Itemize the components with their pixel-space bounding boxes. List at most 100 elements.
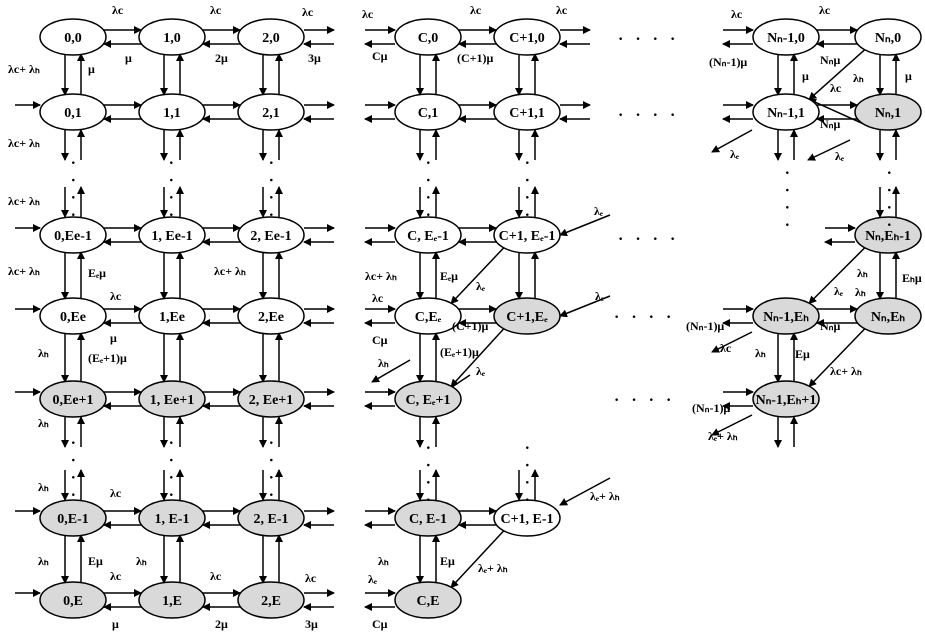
- state-label-sNEh: Nₙ,Eₕ: [871, 310, 906, 325]
- edge-label: λc+ λₕ: [8, 62, 40, 76]
- state-label-s2Ee_1: 2, Ee+1: [249, 393, 294, 408]
- state-node-s01: [39, 93, 107, 131]
- edge-label: λc: [372, 291, 384, 305]
- edge-label: λc: [830, 81, 842, 95]
- state-node-s2E1: [237, 499, 305, 537]
- ellipsis-dots: · · · ·: [64, 440, 81, 501]
- edge-label: 2μ: [215, 617, 228, 631]
- state-label-s1E: 1,E: [162, 594, 182, 609]
- state-node-s1E: [138, 581, 206, 619]
- state-node-s2Ee1: [237, 216, 305, 254]
- state-node-s1Ee: [138, 297, 206, 335]
- diagonal-arrow: [450, 247, 505, 305]
- state-label-s00: 0,0: [64, 31, 82, 46]
- edge-label: Cμ: [372, 49, 388, 63]
- edge-label: λc: [819, 3, 831, 17]
- state-node-sN1Eh_1: [752, 380, 820, 418]
- state-node-s0E1: [39, 499, 107, 537]
- edge-label: λc: [210, 3, 222, 17]
- state-label-s0E: 0,E: [63, 594, 83, 609]
- edge-label: Nₙμ: [820, 117, 840, 131]
- incoming-diag: [559, 295, 611, 318]
- edge-label: 3μ: [305, 617, 318, 631]
- edge-label: λₕ: [378, 554, 389, 568]
- state-node-sNEh: [854, 297, 922, 335]
- edge-label: λc+ λₕ: [8, 264, 40, 278]
- state-node-s1Ee_1: [138, 380, 206, 418]
- edge-label: Eₑμ: [440, 269, 458, 283]
- state-label-s2Ee: 2,Ee: [258, 310, 284, 325]
- outgoing-diag: [711, 414, 753, 436]
- state-node-s00: [39, 18, 107, 56]
- edge-label: λₕ: [38, 480, 49, 494]
- state-node-s10: [138, 18, 206, 56]
- outgoing-diag: [807, 139, 851, 161]
- ellipsis-dots: · · · ·: [262, 160, 279, 221]
- state-node-sN1Eh: [752, 297, 820, 335]
- edge-label: λc: [362, 7, 374, 21]
- state-label-s01: 0,1: [64, 106, 82, 121]
- state-label-sN0: Nₙ,0: [875, 31, 901, 46]
- edge-label: λₕ: [853, 71, 864, 85]
- ellipsis-dots: · · · ·: [614, 309, 675, 326]
- edge-label: λₕ: [378, 356, 389, 370]
- state-label-s11: 1,1: [163, 106, 181, 121]
- state-label-s1Ee: 1,Ee: [159, 310, 185, 325]
- edge-label: λₕ: [855, 285, 866, 299]
- edge-label: μ: [88, 62, 95, 76]
- state-label-sN1Eh: Nₙ-1,Eₕ: [763, 310, 809, 325]
- edge-label: (Nₙ-1)μ: [709, 55, 747, 69]
- edge-label: λₑ: [476, 279, 485, 293]
- outgoing-diag: [711, 331, 753, 353]
- state-label-s20: 2,0: [262, 31, 280, 46]
- ellipsis-dots: · · · ·: [262, 440, 279, 501]
- edge-label: λc+ λₕ: [214, 264, 246, 278]
- state-node-sCE1: [394, 499, 462, 537]
- state-label-sN10: Nₙ-1,0: [767, 31, 805, 46]
- edge-label: λₕ: [755, 346, 766, 360]
- edge-label: λₑ+ λₕ: [478, 561, 508, 575]
- state-node-s0Ee_1: [39, 380, 107, 418]
- edge-label: Cμ: [372, 617, 388, 631]
- state-label-sCEe: C,Eₑ: [415, 310, 442, 325]
- state-node-sCEe: [394, 297, 462, 335]
- state-label-sC1Ee1: C+1, Eₑ-1: [499, 229, 556, 244]
- incoming-diag: [559, 214, 611, 237]
- state-node-sN1: [854, 93, 922, 131]
- edge-label: (Eₑ+1)μ: [440, 345, 479, 359]
- edge-label: Eμ: [440, 554, 455, 568]
- ellipsis-dots: · · · ·: [162, 160, 179, 221]
- outgoing-diag: [711, 129, 753, 153]
- edge-label: λₑ+ λₕ: [708, 429, 738, 443]
- state-label-sNEh1: Nₙ,Eₕ-1: [865, 229, 911, 244]
- state-node-s2Ee: [237, 297, 305, 335]
- ellipsis-dots: · · · ·: [618, 231, 679, 248]
- edge-label: λₑ: [730, 147, 739, 161]
- state-node-sN10: [752, 18, 820, 56]
- edge-label: λₑ: [835, 149, 844, 163]
- ellipsis-dots: · · · ·: [880, 170, 897, 231]
- state-label-s21: 2,1: [262, 106, 280, 121]
- state-label-sN11: Nₙ-1,1: [767, 106, 805, 121]
- edge-label: Eμ: [795, 347, 810, 361]
- edge-label: λc: [110, 289, 122, 303]
- edge-label: μ: [802, 69, 809, 83]
- edge-label: λₕ: [857, 266, 868, 280]
- edge-label: λₕ: [38, 416, 49, 430]
- edge-label: (C+1)μ: [457, 51, 493, 65]
- state-label-s2Ee1: 2, Ee-1: [250, 229, 291, 244]
- incoming-diag: [559, 477, 611, 506]
- edge-label: Eₕμ: [902, 271, 922, 285]
- edge-label: λc: [720, 341, 732, 355]
- edge-label: μ: [125, 51, 132, 65]
- state-label-s0Ee1: 0,Ee-1: [54, 229, 92, 244]
- edge-label: (Nₙ-1)μ: [686, 319, 724, 333]
- edge-label: λc+ λₕ: [365, 269, 397, 283]
- state-node-s20: [237, 18, 305, 56]
- edge-label: λc: [210, 569, 222, 583]
- state-node-s2Ee_1: [237, 380, 305, 418]
- state-node-s2E: [237, 581, 305, 619]
- state-node-s21: [237, 93, 305, 131]
- diagonal-arrow: [808, 328, 866, 388]
